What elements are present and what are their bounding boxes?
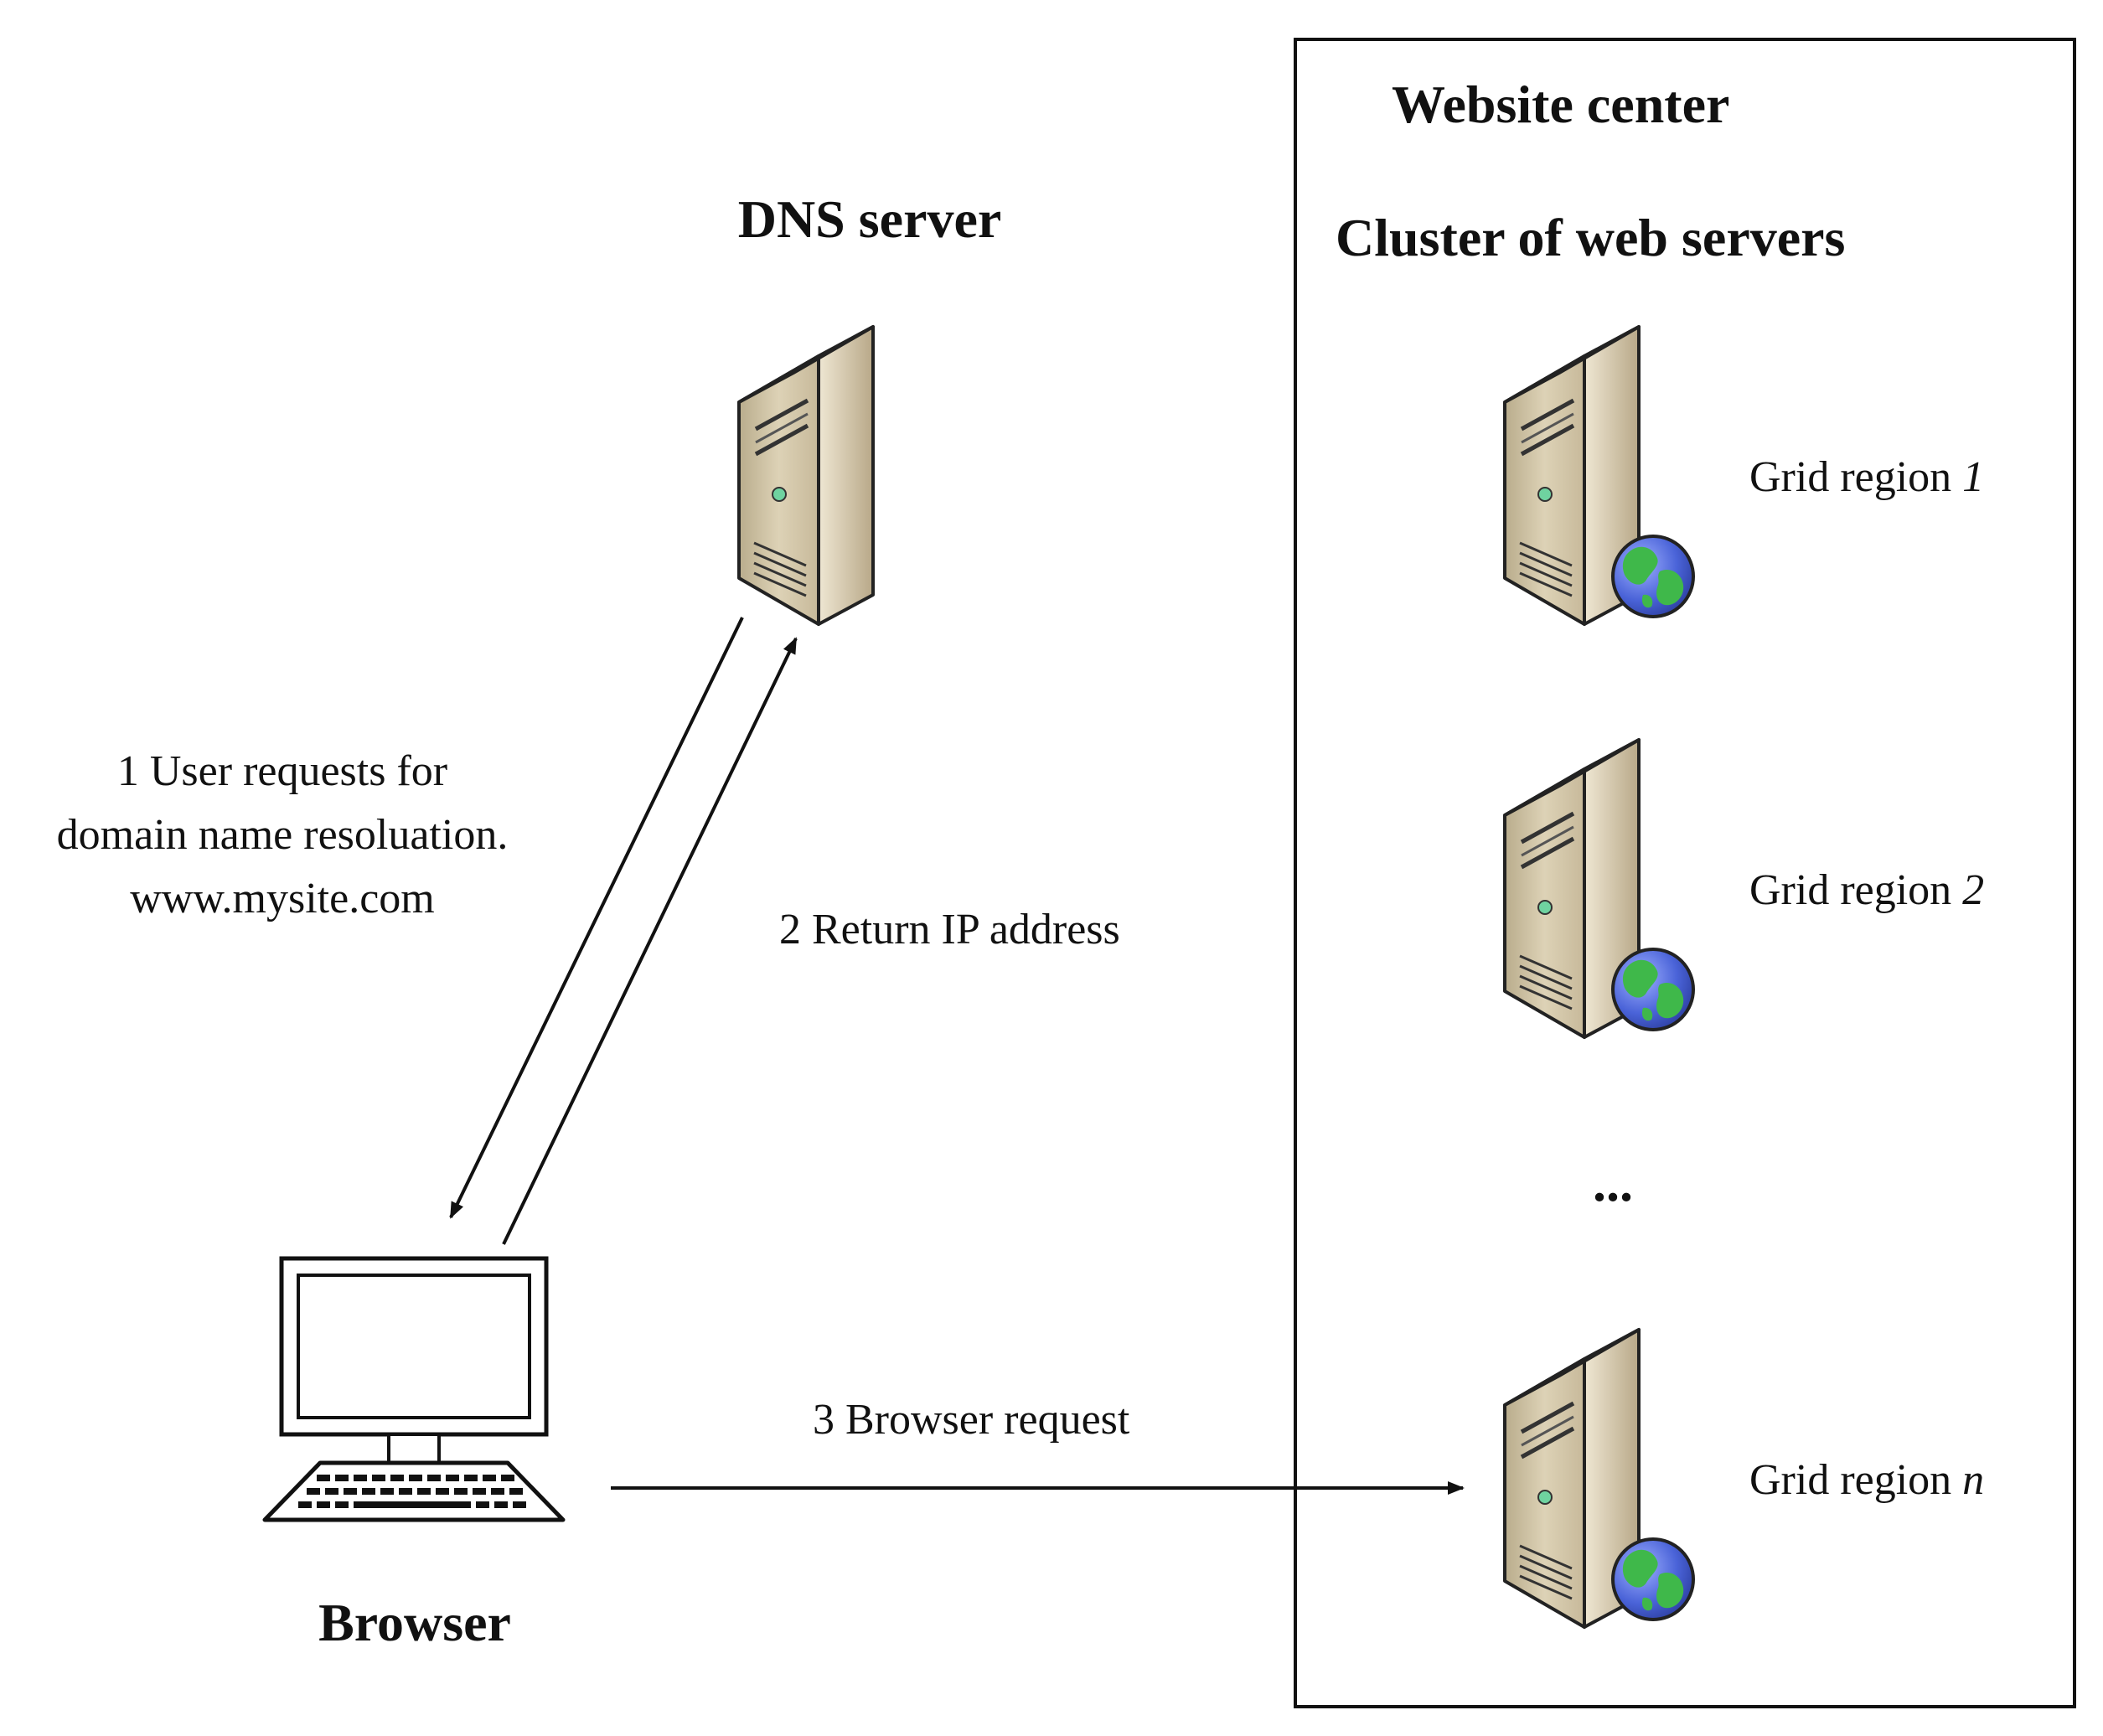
step1-line3: www.mysite.com	[130, 875, 435, 922]
website-center-frame	[1294, 38, 2076, 1708]
globe-icon-1	[1611, 535, 1695, 618]
step1-line1: 1 User requests for	[116, 747, 448, 795]
grid-region-label-1: Grid region 1	[1749, 453, 1985, 501]
browser-label: Browser	[318, 1593, 511, 1652]
website-center-title: Website center	[1392, 75, 1730, 134]
cluster-title: Cluster of web servers	[1336, 208, 1846, 267]
arrow-step1	[449, 617, 744, 1219]
step1-label: 1 User requests for domain name resoluat…	[57, 740, 509, 931]
step3-label: 3 Browser request	[813, 1396, 1130, 1444]
grid-region-label-2: Grid region 2	[1749, 866, 1985, 914]
ellipsis: ...	[1593, 1153, 1633, 1212]
computer-icon	[265, 1258, 563, 1520]
step1-line2: domain name resoluation.	[56, 811, 509, 859]
arrow-step2	[502, 637, 798, 1245]
dns-server-label: DNS server	[737, 189, 1002, 249]
dns-server-icon	[739, 327, 953, 624]
globe-icon-n	[1611, 1537, 1695, 1621]
globe-icon-2	[1611, 948, 1695, 1031]
grid-region-label-n: Grid region n	[1749, 1456, 1985, 1504]
step2-label: 2 Return IP address	[779, 906, 1120, 953]
